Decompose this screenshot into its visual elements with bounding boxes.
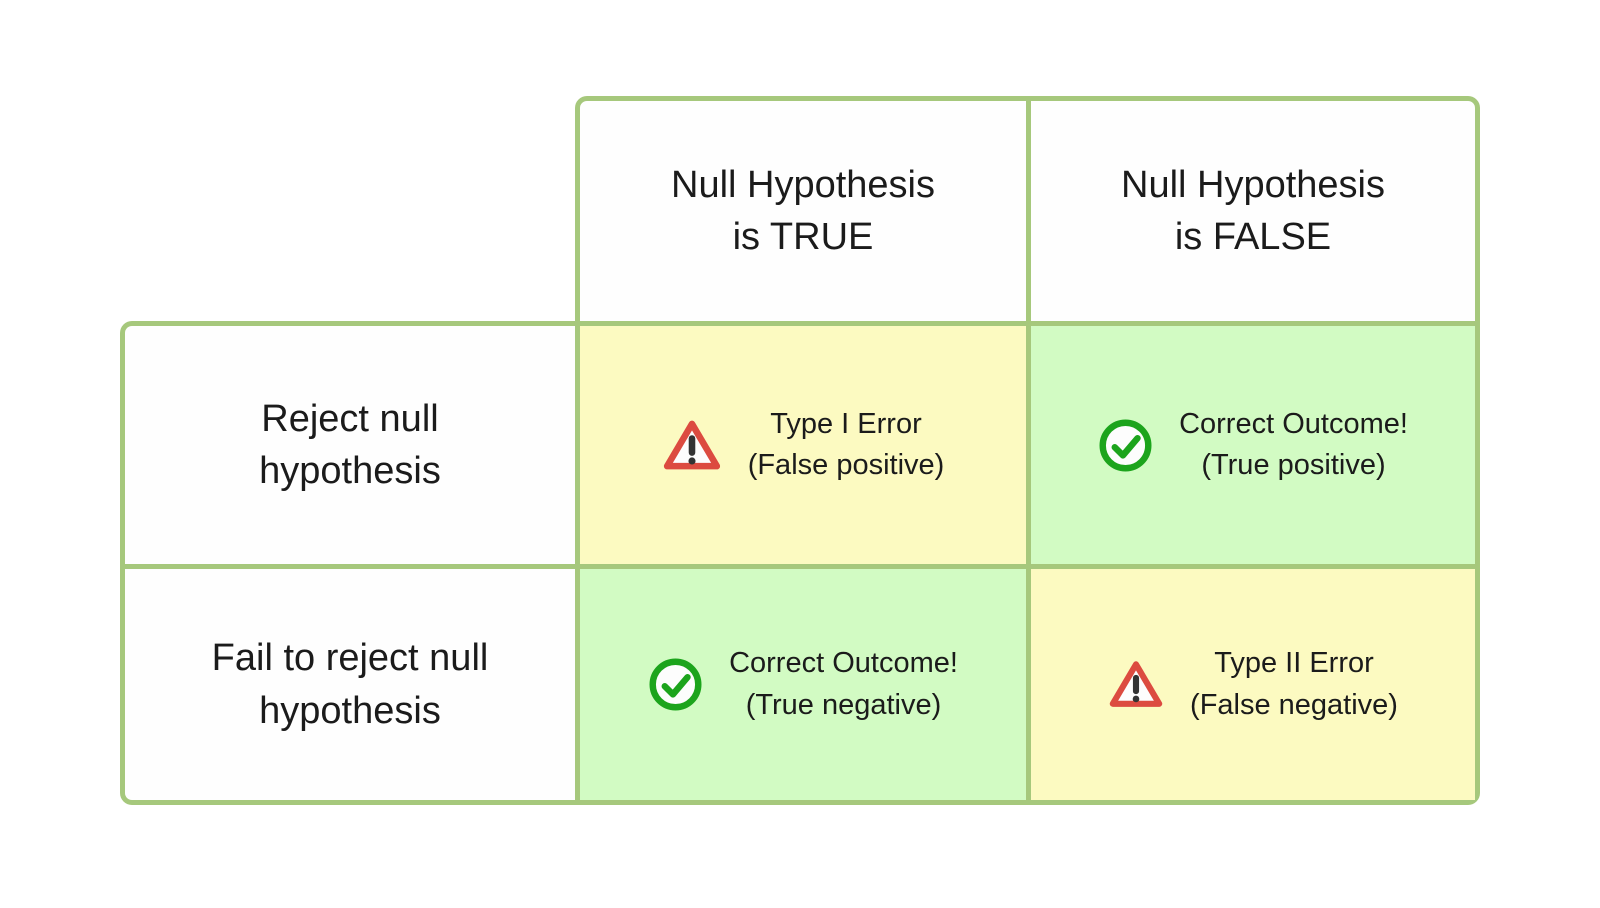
- cell-subtitle: (True positive): [1201, 449, 1386, 481]
- cell-type-2-error: Type II Error (False negative): [1031, 569, 1475, 800]
- outcome-cells-grid: Type I Error (False positive) Correct Ou…: [575, 326, 1480, 805]
- cell-type-1-error: Type I Error (False positive): [580, 326, 1031, 569]
- col-header-null-true: Null Hypothesis is TRUE: [580, 101, 1031, 321]
- check-icon: [1099, 419, 1152, 471]
- cell-true-negative: Correct Outcome! (True negative): [580, 569, 1031, 800]
- col-header-null-false: Null Hypothesis is FALSE: [1121, 163, 1385, 258]
- cell-label: Type II Error (False negative): [1190, 643, 1398, 725]
- row-headers-block: Reject null hypothesis Fail to reject nu…: [120, 321, 575, 805]
- row-header-fail-to-reject-null: Fail to reject null hypothesis: [211, 637, 489, 732]
- cell-label: Correct Outcome! (True negative): [729, 643, 958, 725]
- cell-true-positive: Correct Outcome! (True positive): [1031, 326, 1475, 569]
- cell-subtitle: (False positive): [747, 449, 945, 481]
- cell-title: Type I Error: [770, 407, 922, 440]
- cell-subtitle: (True negative): [745, 688, 942, 721]
- warning-icon: [663, 420, 720, 469]
- cell-title: Correct Outcome!: [1179, 407, 1408, 440]
- cell-subtitle: (False negative): [1190, 688, 1398, 721]
- warning-icon: [1109, 661, 1163, 707]
- cell-title: Type II Error: [1214, 647, 1374, 680]
- column-headers-block: Null Hypothesis is TRUE Null Hypothesis …: [575, 96, 1480, 326]
- row-header-reject-null: Reject null hypothesis: [125, 326, 575, 569]
- check-icon: [649, 658, 702, 711]
- cell-label: Correct Outcome! (True positive): [1179, 404, 1408, 486]
- cell-title: Correct Outcome!: [729, 647, 958, 680]
- cell-label: Type I Error (False positive): [748, 404, 945, 486]
